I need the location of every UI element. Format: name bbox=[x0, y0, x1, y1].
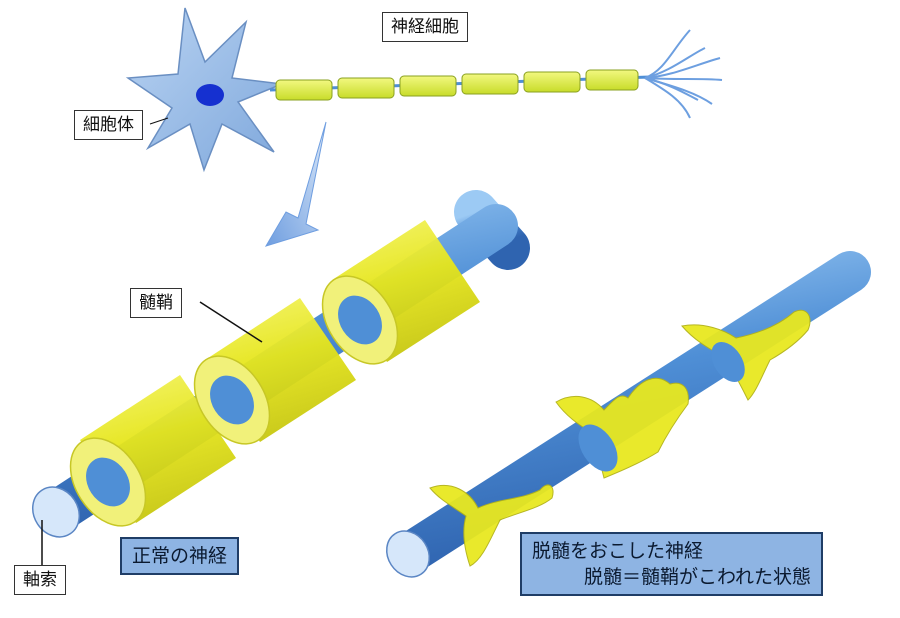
myelin-sheath-label: 髄鞘 bbox=[130, 288, 182, 318]
myelin-sheath-3 bbox=[321, 220, 480, 365]
demyelinated-caption-line1: 脱髄をおこした神経 bbox=[532, 540, 704, 562]
axon-label: 軸索 bbox=[14, 565, 66, 595]
demyelinated-nerve-caption: 脱髄をおこした神経 脱髄＝髄鞘がこわれた状態 bbox=[520, 532, 824, 596]
normal-nerve bbox=[31, 190, 530, 538]
nucleus bbox=[196, 84, 224, 106]
myelin-leader-line bbox=[199, 301, 263, 343]
myelin-sheath-1 bbox=[69, 375, 236, 527]
myelin-segments bbox=[275, 69, 639, 101]
neuron-illustration bbox=[125, 7, 723, 173]
demyelinated-nerve bbox=[385, 251, 871, 578]
myelin-sheath-2 bbox=[193, 298, 356, 445]
soma-leader-line bbox=[149, 117, 169, 125]
zoom-arrow bbox=[264, 121, 327, 247]
demyelinated-axon-end-cap bbox=[385, 530, 431, 578]
demyelinated-caption-line2: 脱髄＝髄鞘がこわれた状態 bbox=[584, 566, 812, 588]
damaged-sheath-1 bbox=[429, 484, 554, 567]
axon-terminals bbox=[644, 29, 723, 119]
normal-nerve-caption: 正常の神経 bbox=[120, 537, 240, 575]
cell-body-label: 細胞体 bbox=[74, 110, 143, 140]
axon-end-cap bbox=[31, 486, 81, 538]
neuron-label: 神経細胞 bbox=[382, 12, 468, 42]
